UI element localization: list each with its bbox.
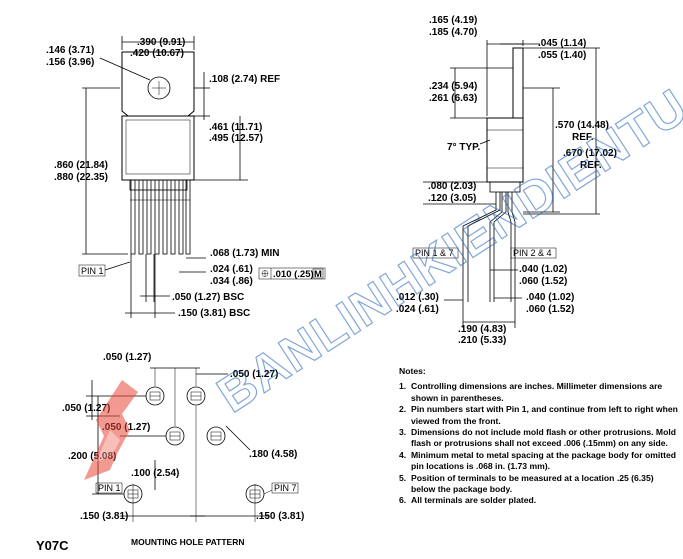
dim-standoff-max: .120 (3.05) xyxy=(428,193,476,204)
side-view: .165 (4.19) .185 (4.70) .045 (1.14) .055… xyxy=(396,15,617,346)
dim-standoff-min: .080 (2.03) xyxy=(428,181,476,192)
pin24-label: PIN 2 & 4 xyxy=(513,248,552,258)
dim-height-max: .261 (6.63) xyxy=(429,93,477,104)
dim-tab-min: .045 (1.14) xyxy=(538,38,586,49)
note-text: Position of terminals to be measured at … xyxy=(411,472,654,495)
part-code: Y07C xyxy=(36,538,69,553)
tolerance-value: .010 (.25) xyxy=(273,269,314,280)
dim-lead-b-max: .060 (1.52) xyxy=(526,304,574,315)
front-body xyxy=(121,115,195,181)
front-leads xyxy=(130,179,191,255)
hole-dim-200: .200 (5.08) xyxy=(68,451,116,462)
hole-dim-top: .050 (1.27) xyxy=(103,352,151,363)
dim-hole-max: .156 (3.96) xyxy=(46,57,94,68)
notes-title: Notes: xyxy=(399,366,426,376)
dim-tab-ref: .108 (2.74) REF xyxy=(209,74,280,85)
dim-ref-670: .670 (17.02) xyxy=(563,148,617,159)
dim-body-min: .461 (11.71) xyxy=(209,122,262,133)
pad-holes xyxy=(123,386,265,504)
side-leads xyxy=(462,192,516,302)
mounting-hole-pattern: .050 (1.27) .050 (1.27) .050 (1.27) .050… xyxy=(62,352,304,522)
note-item: 6. All terminals are solder plated. xyxy=(399,495,679,506)
note-number: 2. xyxy=(399,404,407,415)
dim-row-min: .190 (4.83) xyxy=(458,324,506,335)
dim-width-min: .390 (9.91) xyxy=(137,37,185,48)
dim-hole-min: .146 (3.71) xyxy=(46,45,94,56)
hole-dim-right: .050 (1.27) xyxy=(230,369,278,380)
dim-row-max: .210 (5.33) xyxy=(458,335,506,346)
note-item: 3. Dimensions do not include mold flash o… xyxy=(399,427,679,450)
dim-ref-670-tag: REF. xyxy=(580,160,602,171)
note-number: 5. xyxy=(399,472,407,483)
dim-width-max: .420 (10.67) xyxy=(130,48,184,59)
tab-mount-hole xyxy=(147,76,171,100)
pin17-label: PIN 1 & 7 xyxy=(415,248,454,258)
side-tab xyxy=(512,47,524,121)
note-number: 3. xyxy=(399,427,407,438)
dim-height-min: .234 (5.94) xyxy=(429,81,477,92)
hole-dim-left: .050 (1.27) xyxy=(62,403,110,414)
hole-dim-150-right: .150 (3.81) xyxy=(256,511,304,522)
note-text: Minimum metal to metal spacing at the pa… xyxy=(411,449,677,472)
tolerance-modifier: M xyxy=(314,269,322,280)
dim-spacing-min: .068 (1.73) MIN xyxy=(210,248,279,259)
angle-typ: 7° TYP. xyxy=(447,142,480,153)
dim-tab-max: .055 (1.40) xyxy=(538,50,586,61)
note-item: 4. Minimum metal to metal spacing at the … xyxy=(399,450,679,473)
hole-dim-180: .180 (4.58) xyxy=(249,449,297,460)
dim-depth-max: .185 (4.70) xyxy=(429,27,477,38)
note-text: Pin numbers start with Pin 1, and contin… xyxy=(411,404,678,426)
dim-ref-570-tag: REF. xyxy=(572,132,594,143)
dim-lead-b-min: .040 (1.02) xyxy=(526,292,574,303)
dim-lead-min: .024 (.61) xyxy=(210,264,253,275)
dim-lead-a-min: .040 (1.02) xyxy=(519,264,567,275)
dim-body-max: .495 (12.57) xyxy=(209,133,263,144)
note-item: 2. Pin numbers start with Pin 1, and cont… xyxy=(399,404,679,427)
dim-span-bsc: .150 (3.81) BSC xyxy=(178,308,250,319)
note-number: 6. xyxy=(399,495,407,506)
side-body xyxy=(486,117,524,183)
hole-dim-100: .100 (2.54) xyxy=(131,468,179,479)
note-text: All terminals are solder plated. xyxy=(411,495,537,506)
note-item: 1. Controlling dimensions are inches. Mil… xyxy=(399,381,679,404)
note-number: 1. xyxy=(399,381,407,392)
dim-lead-a-max: .060 (1.52) xyxy=(519,276,567,287)
hole-dim-150-left: .150 (3.81) xyxy=(80,511,128,522)
dim-total-min: .860 (21.84) xyxy=(54,160,108,171)
dim-thk-max: .024 (.61) xyxy=(396,304,439,315)
front-view: .390 (9.91) .420 (10.67) .146 (3.71) .15… xyxy=(46,36,326,319)
dim-pitch-bsc: .050 (1.27) BSC xyxy=(172,292,244,303)
front-tab xyxy=(121,51,195,117)
note-item: 5. Position of terminals to be measured a… xyxy=(399,473,679,496)
notes-block: Notes: 1. Controlling dimensions are inch… xyxy=(399,366,679,507)
dim-thk-min: .012 (.30) xyxy=(396,292,439,303)
dim-lead-max: .034 (.86) xyxy=(210,276,253,287)
pattern-pin7-label: PIN 7 xyxy=(274,483,297,493)
pattern-title: MOUNTING HOLE PATTERN xyxy=(131,537,245,547)
front-pin1-label: PIN 1 xyxy=(81,266,104,276)
hole-dim-mid: .050 (1.27) xyxy=(102,422,150,433)
dim-total-max: .880 (22.35) xyxy=(54,172,108,183)
note-text: Controlling dimensions are inches. Milli… xyxy=(411,381,663,403)
note-text: Dimensions do not include mold flash or … xyxy=(411,427,676,449)
pattern-pin1-label: PIN 1 xyxy=(98,483,121,493)
dim-depth-min: .165 (4.19) xyxy=(429,15,477,26)
notes-list: 1. Controlling dimensions are inches. Mil… xyxy=(399,381,679,506)
note-number: 4. xyxy=(399,449,407,460)
dim-ref-570: .570 (14.48) xyxy=(555,120,609,131)
